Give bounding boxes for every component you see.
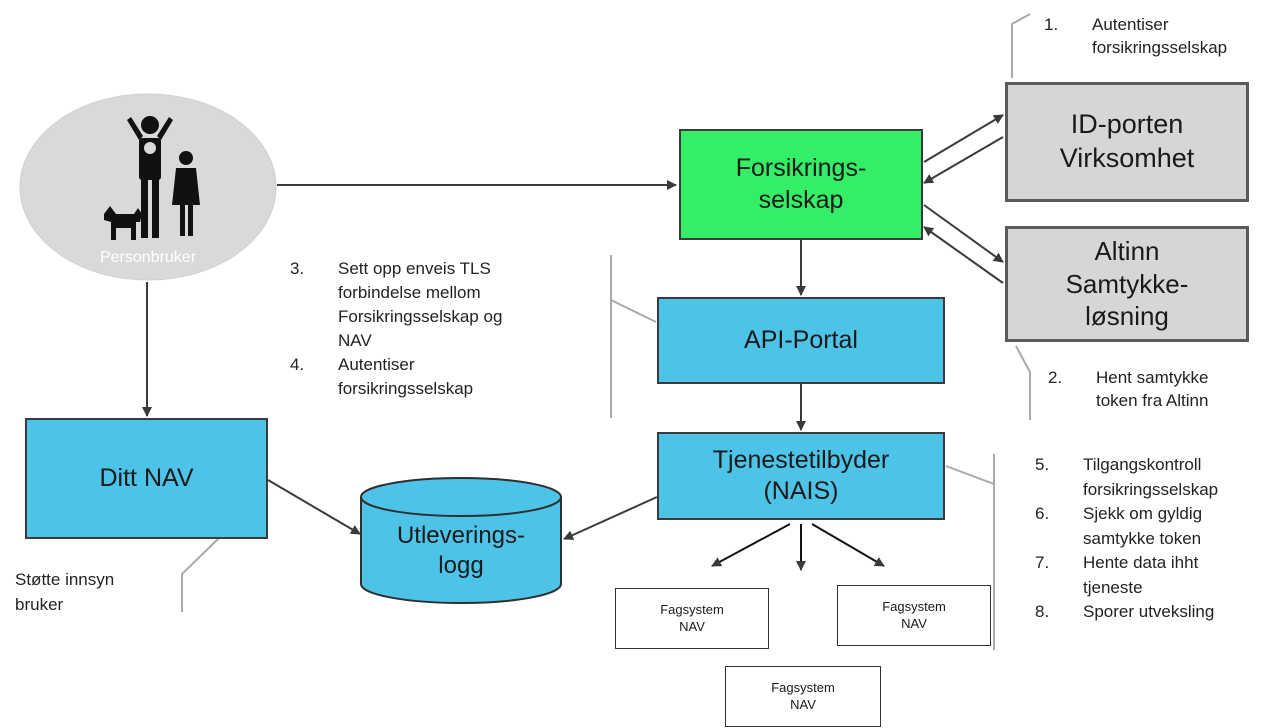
personbruker-label: Personbruker [99,249,197,266]
node-line: selskap [758,185,844,214]
altinn-node: Altinn Samtykke- løsning [1005,226,1249,342]
node-line: ID-porten [1070,109,1184,140]
steps-5-8-note: 5.Tilgangskontroll forsikringsselskap 6.… [1035,455,1219,621]
fagsystem-node-right: Fagsystem NAV [837,585,991,646]
steps-3-4-note: 3.Sett opp enveis TLS forbindelse mellom… [290,259,503,398]
ditt-nav-node: Ditt NAV [25,418,268,539]
node-line: Virksomhet [1059,143,1195,173]
note-line: bruker [15,595,64,614]
family-icon [104,116,200,240]
utleveringslogg-label: Utleverings- logg [361,513,561,589]
api-portal-node: API-Portal [657,297,945,384]
node-line: NAV [901,615,927,631]
node-line: Altinn [1094,236,1160,267]
node-line: løsning [1085,301,1169,332]
node-line: Tjenestetilbyder [712,445,890,474]
node-line: Fagsystem [771,680,835,696]
node-line: Fagsystem [882,599,946,615]
node-line: Fagsystem [660,602,724,618]
fagsystem-node-left: Fagsystem NAV [615,588,769,649]
tjenestetilbyder-node: Tjenestetilbyder (NAIS) [657,432,945,520]
fagsystem-node-bottom: Fagsystem NAV [725,666,881,727]
stotte-innsyn-note: Støtte innsyn bruker [15,567,114,617]
step-1-note: 1.Autentiser forsikringsselskap [1044,15,1228,57]
node-line: logg [438,552,484,579]
utleveringslogg-cylinder [360,477,562,604]
node-line: NAV [679,618,705,634]
node-line: (NAIS) [763,477,839,505]
note-line: Støtte innsyn [15,570,115,589]
node-line: Samtykke- [1065,268,1189,299]
node-line: Forsikrings- [735,154,867,183]
step-2-note: 2.Hent samtykke token fra Altinn [1048,368,1209,410]
node-line: NAV [790,696,816,712]
id-porten-node: ID-porten Virksomhet [1005,82,1249,202]
forsikringsselskap-node: Forsikrings- selskap [679,129,923,240]
node-line: Utleverings- [396,522,526,549]
